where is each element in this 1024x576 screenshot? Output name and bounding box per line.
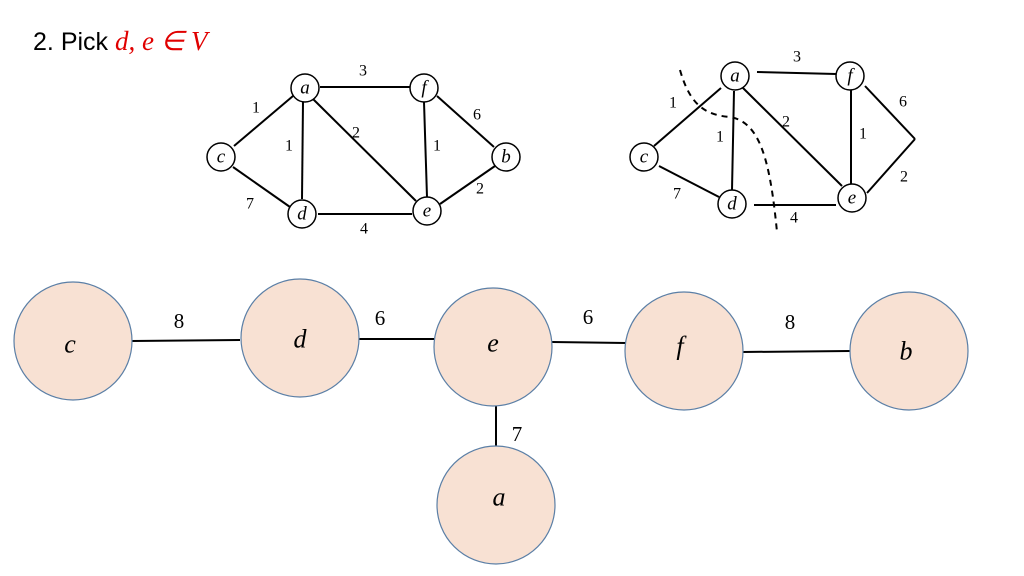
edge-f-b-r xyxy=(864,85,916,140)
node-d xyxy=(287,199,317,229)
big-node-label-a: a xyxy=(493,483,506,512)
node-label-d-r: d xyxy=(727,194,737,215)
weight-c-d: 7 xyxy=(246,196,254,213)
weight-a-d: 1 xyxy=(285,138,293,155)
node-label-e: e xyxy=(423,201,431,222)
node-f xyxy=(409,73,439,103)
weight-c-a: 1 xyxy=(252,100,260,117)
edge-f-e xyxy=(423,101,428,198)
weight-e-b-r: 2 xyxy=(900,169,908,186)
weight-a-e-r: 2 xyxy=(782,114,790,131)
cut-line xyxy=(679,69,778,233)
graph-left xyxy=(232,86,496,215)
node-label-e-r: e xyxy=(848,188,856,209)
weight-c-a-r: 1 xyxy=(669,95,677,112)
big-node-a xyxy=(436,445,556,565)
edge-e-b-r xyxy=(866,138,916,194)
node-f-r xyxy=(835,61,865,91)
node-e xyxy=(412,196,442,226)
node-c-r xyxy=(629,142,659,172)
weight-a-f-r: 3 xyxy=(793,49,801,66)
weight-d-e-r: 4 xyxy=(790,210,798,227)
step-text: Pick xyxy=(60,28,109,56)
edge-a-d-r xyxy=(731,90,735,191)
step-math: d, e ∈ V xyxy=(115,26,208,56)
big-node-label-b: b xyxy=(900,337,913,366)
edge-a-e xyxy=(312,98,417,202)
edge-c-a xyxy=(233,95,294,147)
big-weight-f-b: 8 xyxy=(785,310,796,334)
big-weight-c-d: 8 xyxy=(174,309,185,333)
contracted-edges xyxy=(131,338,851,446)
node-a xyxy=(290,73,320,103)
big-edge-f-b xyxy=(741,350,851,353)
node-label-a-r: a xyxy=(730,66,740,87)
edge-a-e-r xyxy=(742,87,843,187)
edge-f-b xyxy=(436,95,495,148)
graph-left-nodes xyxy=(206,73,521,229)
big-weight-d-e: 6 xyxy=(375,306,386,330)
node-label-c: c xyxy=(217,147,226,168)
big-node-label-d: d xyxy=(294,325,308,354)
big-edge-e-f xyxy=(551,341,627,344)
node-label-f-r: f xyxy=(847,66,855,87)
step-number: 2. xyxy=(33,28,54,56)
weight-f-e: 1 xyxy=(433,138,441,155)
weight-f-e-r: 1 xyxy=(859,126,867,143)
weight-d-e: 4 xyxy=(360,221,368,238)
edge-c-d xyxy=(232,166,291,208)
edge-c-d-r xyxy=(658,165,720,198)
contracted-nodes xyxy=(13,278,969,565)
node-label-a: a xyxy=(300,78,310,99)
node-a-r xyxy=(720,61,750,91)
weight-c-d-r: 7 xyxy=(673,186,681,203)
weight-a-f: 3 xyxy=(359,63,367,80)
node-b xyxy=(491,142,521,172)
weight-f-b: 6 xyxy=(473,107,481,124)
big-node-e xyxy=(433,287,553,407)
weight-f-b-r: 6 xyxy=(899,94,907,111)
big-weight-e-a: 7 xyxy=(512,422,523,446)
graph-right xyxy=(653,71,916,206)
big-edge-c-d xyxy=(131,339,241,342)
node-d-r xyxy=(717,189,747,219)
step-heading: 2. Pick d, e ∈ V xyxy=(33,26,208,57)
big-weight-e-f: 6 xyxy=(583,305,594,329)
edge-c-a-r xyxy=(653,87,722,147)
big-node-f xyxy=(624,291,744,411)
node-c xyxy=(206,142,236,172)
edge-e-b xyxy=(439,165,496,205)
big-node-d xyxy=(240,278,360,398)
edge-a-d xyxy=(301,101,304,200)
weight-e-b: 2 xyxy=(476,181,484,198)
node-label-c-r: c xyxy=(640,147,649,168)
big-node-label-f: f xyxy=(676,332,687,361)
node-label-d: d xyxy=(297,204,307,225)
weight-a-e: 2 xyxy=(352,125,360,142)
big-node-c xyxy=(13,281,133,401)
node-label-f: f xyxy=(421,78,429,99)
weight-a-d-r: 1 xyxy=(716,129,724,146)
edge-a-f-r xyxy=(756,71,837,75)
node-e-r xyxy=(837,183,867,213)
big-node-label-e: e xyxy=(487,329,499,358)
big-node-b xyxy=(849,291,969,411)
big-node-label-c: c xyxy=(64,330,76,359)
node-label-b: b xyxy=(501,147,511,168)
graph-right-nodes xyxy=(629,61,867,219)
